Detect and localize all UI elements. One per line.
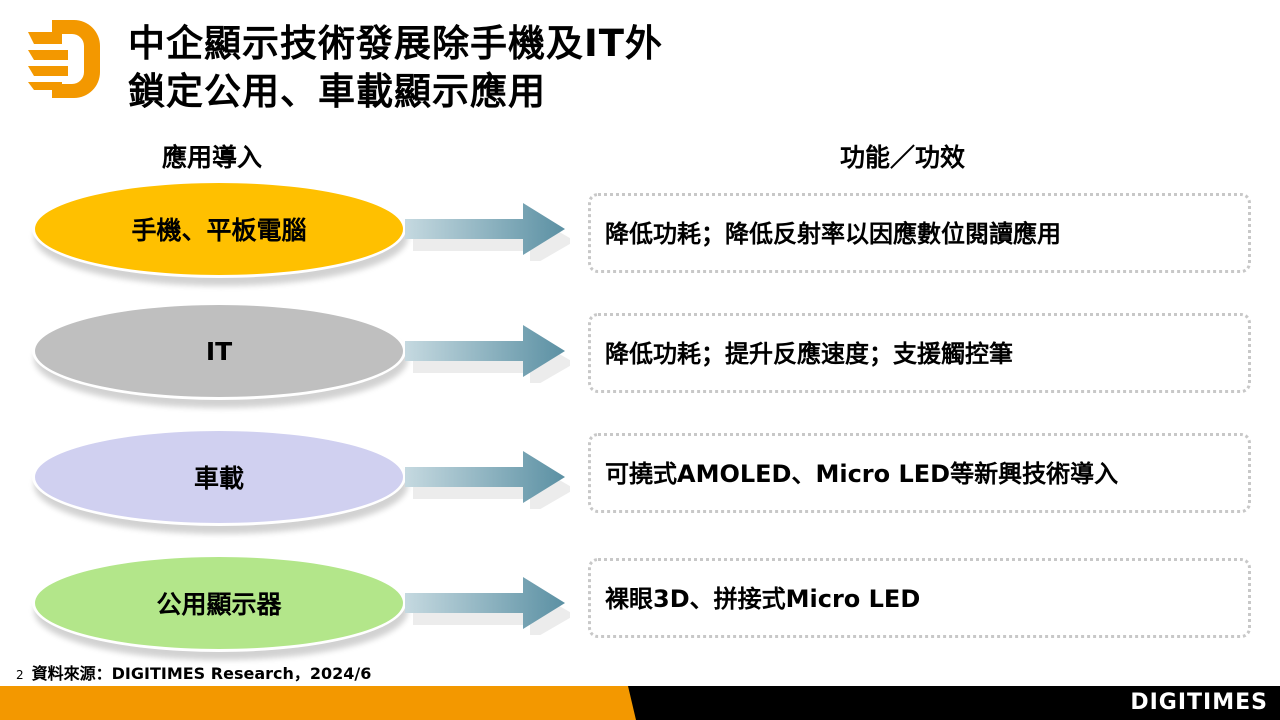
header-function: 功能／功效 (840, 143, 966, 172)
slide-title: 中企顯示技術發展除手機及IT外 鎖定公用、車載顯示應用 (128, 20, 663, 116)
source-note: 2 資料來源：DIGITIMES Research，2024/6 (16, 660, 371, 684)
page-number: 2 (16, 668, 24, 682)
header-application: 應用導入 (162, 143, 263, 172)
function-box: 降低功耗；提升反應速度；支援觸控筆 (588, 313, 1251, 393)
digitimes-logo-icon (28, 20, 100, 98)
footer-brand: DIGITIMES (1130, 690, 1268, 715)
application-label: 車載 (193, 464, 244, 493)
arrow-right-icon (405, 203, 570, 261)
function-text: 裸眼3D、拼接式Micro LED (605, 585, 921, 613)
arrow-right-icon (405, 325, 570, 383)
application-label: IT (205, 336, 233, 366)
function-text: 降低功耗；降低反射率以因應數位閱讀應用 (605, 220, 1061, 248)
footer-bar (0, 686, 1280, 720)
application-label: 手機、平板電腦 (131, 216, 307, 245)
function-text: 可撓式AMOLED、Micro LED等新興技術導入 (605, 460, 1119, 488)
arrow-right-icon (405, 577, 570, 635)
function-box: 降低功耗；降低反射率以因應數位閱讀應用 (588, 193, 1251, 273)
application-ellipse: 公用顯示器 (32, 554, 406, 652)
application-ellipse: 車載 (32, 428, 406, 526)
arrow-right-icon (405, 451, 570, 509)
title-line-2: 鎖定公用、車載顯示應用 (128, 70, 546, 113)
source-text: 資料來源：DIGITIMES Research，2024/6 (31, 664, 372, 683)
function-box: 裸眼3D、拼接式Micro LED (588, 558, 1251, 638)
function-box: 可撓式AMOLED、Micro LED等新興技術導入 (588, 433, 1251, 513)
application-ellipse: IT (32, 302, 406, 400)
title-line-1: 中企顯示技術發展除手機及IT外 (128, 22, 664, 65)
application-ellipse: 手機、平板電腦 (32, 180, 406, 278)
function-text: 降低功耗；提升反應速度；支援觸控筆 (605, 340, 1013, 368)
application-label: 公用顯示器 (156, 590, 282, 619)
